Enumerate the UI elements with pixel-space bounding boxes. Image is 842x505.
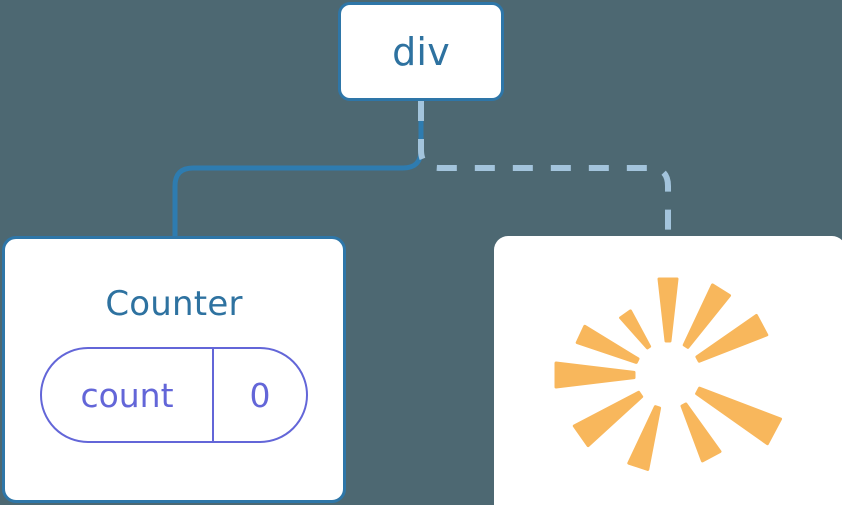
burst-ray-7 [680, 402, 722, 463]
node-counter-label: Counter [105, 284, 243, 324]
burst-ray-2 [619, 309, 652, 350]
burst-ray-9 [695, 314, 769, 363]
state-value: 0 [249, 375, 271, 415]
burst-ray-10 [682, 283, 731, 349]
node-rerender-indicator[interactable] [494, 236, 842, 505]
node-div[interactable]: div [338, 2, 504, 101]
burst-ray-4 [554, 361, 636, 389]
state-key: count [42, 349, 214, 441]
node-div-label: div [392, 29, 450, 74]
burst-rays-icon [554, 277, 782, 471]
node-counter[interactable]: Counter count 0 [2, 236, 346, 503]
burst-ray-5 [572, 390, 644, 448]
burst-ray-1 [657, 277, 679, 343]
edge-div-to-counter [172, 98, 424, 241]
edge-div-to-burst [418, 101, 671, 240]
burst-ray-3 [575, 324, 640, 364]
burst-ray-8 [695, 386, 782, 446]
burst-ray-6 [627, 405, 662, 471]
state-pill[interactable]: count 0 [40, 347, 308, 443]
